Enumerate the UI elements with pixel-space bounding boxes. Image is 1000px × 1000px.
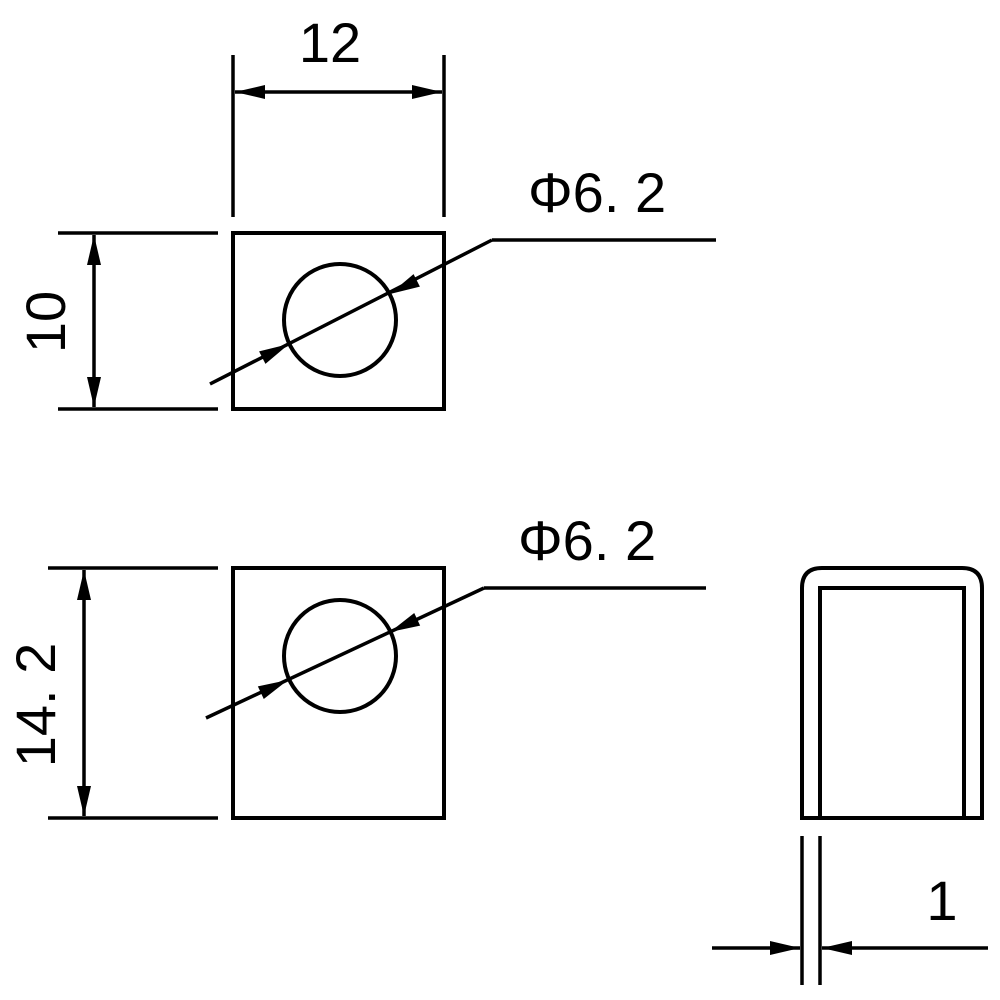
- side-view: 1: [712, 566, 988, 985]
- top-view-hole: [282, 262, 398, 378]
- top-hole-leader: Φ6. 2: [209, 161, 716, 386]
- side-view-outer-profile: [800, 566, 984, 820]
- top-width-label: 12: [299, 11, 361, 74]
- top-view-outline: [231, 231, 446, 411]
- side-thickness-dimension: 1: [712, 836, 988, 985]
- top-hole-label: Φ6. 2: [528, 161, 666, 224]
- front-hole-label: Φ6. 2: [518, 509, 656, 572]
- front-view: 14. 2 Φ6. 2: [4, 509, 706, 820]
- side-thickness-label: 1: [926, 869, 957, 932]
- side-view-inner-profile: [818, 586, 966, 818]
- front-height-dimension: 14. 2: [4, 566, 218, 820]
- top-height-dimension: 10: [14, 231, 218, 411]
- front-view-hole: [282, 598, 398, 714]
- front-view-outline: [231, 566, 446, 820]
- front-hole-leader: Φ6. 2: [205, 509, 706, 720]
- top-view: 12 10 Φ6. 2: [14, 11, 716, 411]
- front-height-label: 14. 2: [4, 643, 67, 768]
- top-height-label: 10: [14, 291, 77, 353]
- top-width-dimension: 12: [231, 11, 446, 217]
